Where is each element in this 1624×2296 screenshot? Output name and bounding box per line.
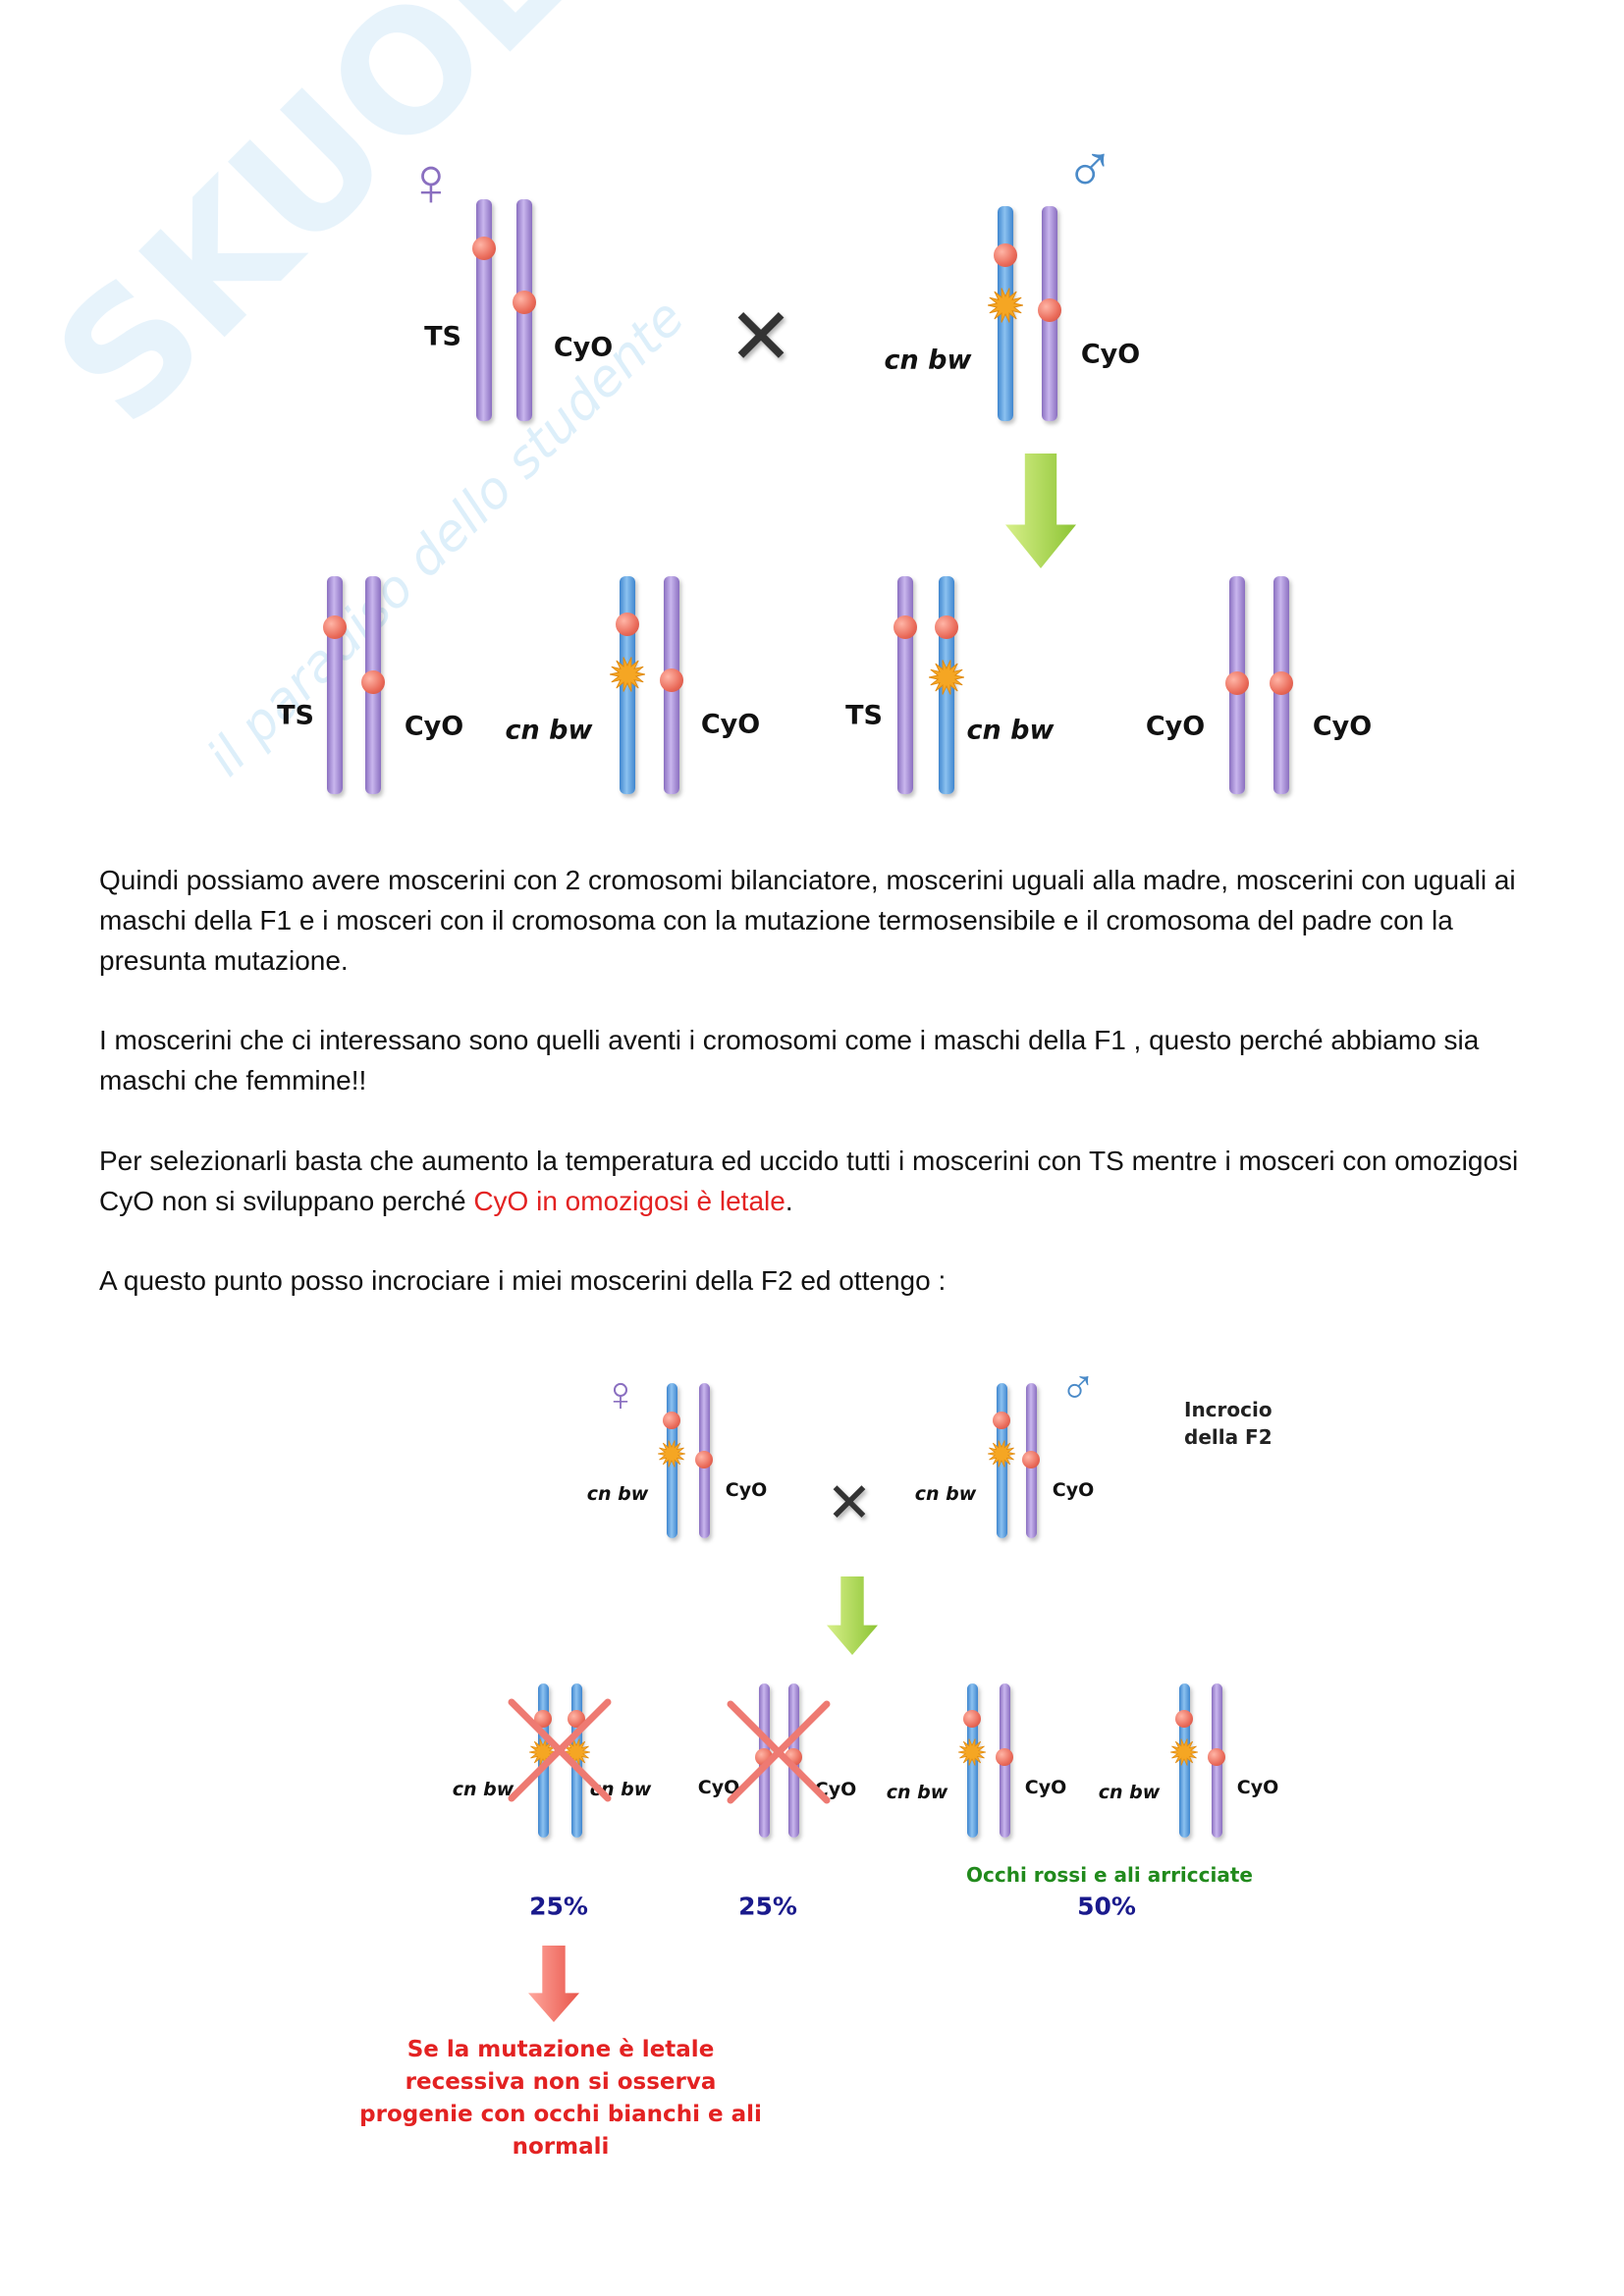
label-cyo: CyO: [697, 1777, 740, 1798]
mutation-star-icon: [988, 288, 1023, 323]
male-symbol-icon: ♂: [1063, 131, 1116, 207]
green-arrow-icon: [827, 1576, 878, 1655]
centromere-dot: [1038, 298, 1061, 322]
label-cyo: CyO: [553, 332, 614, 363]
centromere-dot: [660, 668, 683, 692]
label-cyo: CyO: [725, 1479, 768, 1501]
paragraph-text: .: [785, 1186, 793, 1216]
centromere-dot: [323, 615, 347, 639]
label-cn-bw: cn bw: [914, 1483, 977, 1505]
label-cn-bw: cn bw: [886, 1782, 948, 1803]
blue-chromosome: [966, 1683, 978, 1838]
label-cyo: CyO: [404, 711, 464, 742]
percentage-25: 25%: [738, 1892, 797, 1921]
blue-chromosome: [570, 1683, 582, 1838]
purple-chromosome: [476, 199, 492, 421]
paragraph-text: I moscerini che ci interessano sono quel…: [99, 1025, 1480, 1095]
label-cn-bw: cn bw: [1098, 1782, 1161, 1803]
centromere-dot: [935, 615, 958, 639]
paragraph-4: A questo punto posso incrociare i miei m…: [99, 1260, 1543, 1301]
centromere-dot: [1208, 1748, 1225, 1766]
centromere-dot: [361, 670, 385, 694]
centromere-dot: [1175, 1710, 1193, 1728]
title-line: della F2: [1184, 1425, 1272, 1449]
centromere-dot: [472, 237, 496, 260]
centromere-dot: [663, 1412, 680, 1429]
centromere-dot: [1225, 671, 1249, 695]
centromere-dot: [963, 1710, 981, 1728]
centromere-dot: [994, 243, 1017, 267]
mutation-star-icon: [1170, 1738, 1198, 1766]
label-cn-bw: cn bw: [884, 345, 972, 376]
male-symbol-icon: ♂: [1059, 1360, 1097, 1415]
mutation-star-icon: [563, 1738, 590, 1766]
label-cn-bw: cn bw: [586, 1483, 649, 1505]
cross-icon: ✕: [826, 1471, 873, 1533]
note-line: progenie con occhi bianchi e ali: [359, 2102, 762, 2127]
label-ts: TS: [845, 700, 883, 731]
label-cn-bw: cn bw: [966, 715, 1055, 746]
mutation-star-icon: [610, 657, 645, 692]
purple-chromosome: [897, 576, 913, 794]
red-x-icon: [508, 1698, 612, 1802]
centromere-dot: [996, 1748, 1013, 1766]
label-cn-bw: cn bw: [452, 1779, 514, 1800]
title-line: Incrocio: [1184, 1398, 1272, 1421]
paragraph-3: Per selezionarli basta che aumento la te…: [99, 1141, 1543, 1221]
label-cyo: CyO: [1052, 1479, 1095, 1501]
highlight-lethal: CyO in omozigosi è letale: [473, 1186, 785, 1216]
lethal-note: Se la mutazione è letale recessiva non s…: [359, 2034, 762, 2163]
purple-chromosome: [327, 576, 343, 794]
label-cyo: CyO: [700, 709, 761, 740]
label-cyo: CyO: [1236, 1777, 1279, 1798]
mutation-star-icon: [958, 1738, 986, 1766]
percentage-50: 50%: [1077, 1892, 1136, 1921]
note-line: Se la mutazione è letale: [406, 2037, 715, 2062]
centromere-dot: [534, 1710, 552, 1728]
mutation-star-icon: [988, 1440, 1015, 1468]
paragraph-text: Per selezionarli basta che aumento la te…: [99, 1146, 1519, 1216]
centromere-dot: [1270, 671, 1293, 695]
paragraph-text: A questo punto posso incrociare i miei m…: [99, 1265, 947, 1296]
label-cyo: CyO: [1024, 1777, 1067, 1798]
percentage-25: 25%: [529, 1892, 588, 1921]
centromere-dot: [513, 291, 536, 314]
phenotype-label: Occhi rossi e ali arricciate: [966, 1863, 1253, 1887]
label-ts: TS: [277, 700, 314, 731]
note-line: normali: [512, 2134, 610, 2160]
centromere-dot: [568, 1710, 585, 1728]
paragraph-text: Quindi possiamo avere moscerini con 2 cr…: [99, 865, 1516, 976]
note-line: recessiva non si osserva: [405, 2069, 717, 2095]
diagram-title: Incrocio della F2: [1184, 1396, 1272, 1451]
centromere-dot: [616, 613, 639, 636]
cross-icon: ✕: [728, 293, 794, 381]
green-arrow-icon: [1005, 454, 1076, 568]
paragraph-2: I moscerini che ci interessano sono quel…: [99, 1020, 1543, 1100]
paragraph-1: Quindi possiamo avere moscerini con 2 cr…: [99, 860, 1543, 981]
label-cyo: CyO: [1145, 711, 1206, 742]
label-ts: TS: [424, 321, 461, 352]
blue-chromosome: [537, 1683, 549, 1838]
label-cyo: CyO: [1312, 711, 1373, 742]
female-symbol-icon: ♀: [602, 1366, 639, 1421]
centromere-dot: [695, 1451, 713, 1468]
female-symbol-icon: ♀: [405, 143, 458, 220]
blue-chromosome: [1178, 1683, 1190, 1838]
mutation-star-icon: [929, 660, 964, 695]
red-arrow-icon: [528, 1946, 579, 2022]
mutation-star-icon: [658, 1440, 685, 1468]
label-cn-bw: cn bw: [505, 715, 593, 746]
centromere-dot: [1022, 1451, 1040, 1468]
red-x-icon: [727, 1700, 831, 1804]
label-cyo: CyO: [1080, 339, 1141, 370]
centromere-dot: [893, 615, 917, 639]
centromere-dot: [993, 1412, 1010, 1429]
